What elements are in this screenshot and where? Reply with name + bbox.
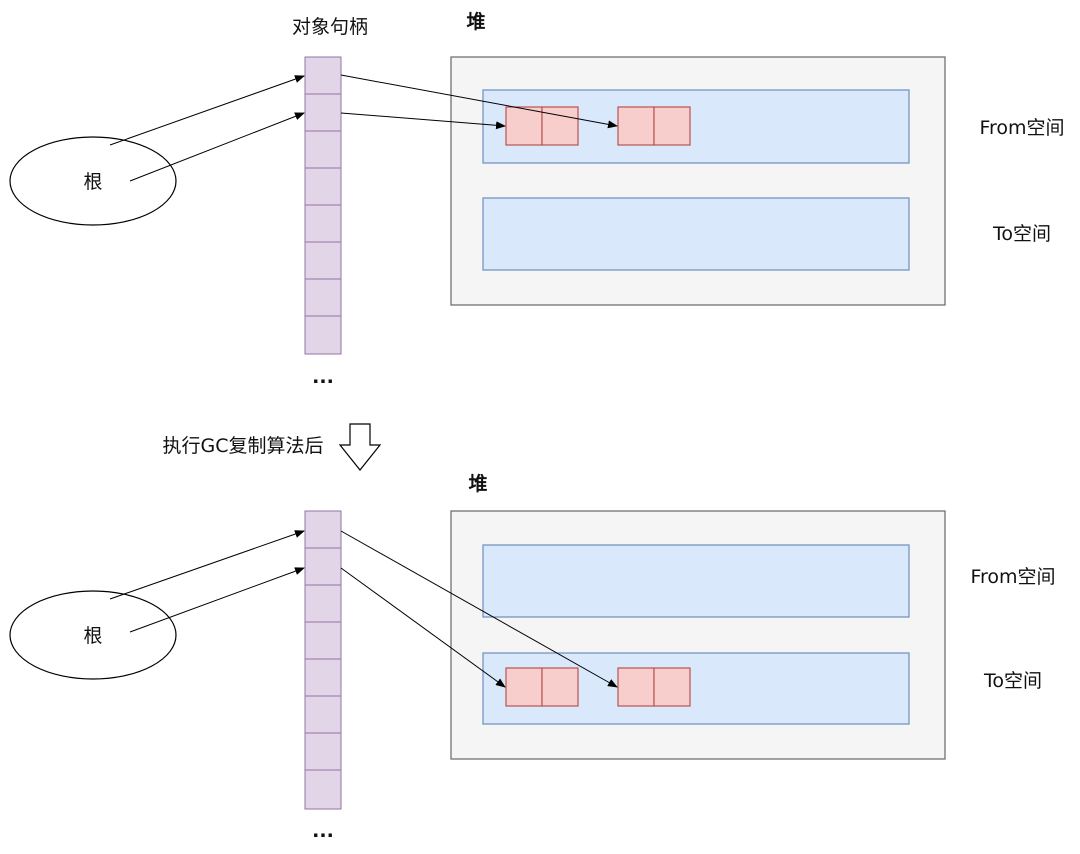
root-label-top: 根: [83, 171, 102, 193]
handle-title: 对象句柄: [292, 16, 368, 38]
handle-cell: [304, 278, 342, 317]
root-ellipse-bottom: [9, 590, 177, 680]
handle-cell: [304, 510, 342, 549]
transition-label: 执行GC复制算法后: [163, 435, 324, 457]
from-label-top: From空间: [979, 117, 1064, 139]
from-label-bottom: From空间: [970, 566, 1055, 588]
object-b-top: [617, 106, 691, 146]
handle-cell: [304, 167, 342, 206]
arrow-root-handle2-top: [129, 112, 305, 182]
handle-cell: [304, 315, 342, 355]
handle-cell: [304, 241, 342, 280]
to-label-top: To空间: [992, 223, 1051, 245]
arrow-handle1-objb-top: [340, 74, 618, 129]
arrow-handle2-obja-top: [340, 112, 506, 130]
handle-cell: [304, 56, 342, 95]
arrow-root-handle1-top: [109, 75, 305, 146]
arrow-handle1-objb-bottom: [340, 530, 618, 688]
handle-ellipsis-bottom: ...: [312, 820, 334, 842]
object-a-top: [505, 106, 579, 146]
arrow-handle2-obja-bottom: [340, 567, 506, 688]
handle-cell: [304, 204, 342, 243]
root-ellipse-top: [9, 136, 177, 226]
handle-cell: [304, 732, 342, 771]
to-space-top: [482, 197, 910, 271]
handle-cell: [304, 130, 342, 169]
to-label-bottom: To空间: [983, 670, 1042, 692]
handle-cell: [304, 695, 342, 734]
arrow-root-handle1-bottom: [109, 530, 305, 600]
handle-column-bottom: [304, 510, 342, 810]
object-b-bottom: [617, 667, 691, 707]
handle-cell: [304, 769, 342, 810]
handle-cell: [304, 584, 342, 623]
arrow-root-handle2-bottom: [129, 567, 305, 633]
down-arrow-icon: [338, 423, 382, 471]
handle-cell: [304, 658, 342, 697]
handle-column-top: [304, 56, 342, 355]
handle-cell: [304, 93, 342, 132]
handle-cell: [304, 621, 342, 660]
handle-ellipsis-top: ...: [312, 366, 334, 388]
handle-cell: [304, 547, 342, 586]
from-space-bottom: [482, 544, 910, 618]
root-label-bottom: 根: [83, 625, 102, 647]
heap-label-bottom: 堆: [468, 472, 487, 495]
heap-label-top: 堆: [466, 10, 485, 33]
object-a-bottom: [505, 667, 579, 707]
